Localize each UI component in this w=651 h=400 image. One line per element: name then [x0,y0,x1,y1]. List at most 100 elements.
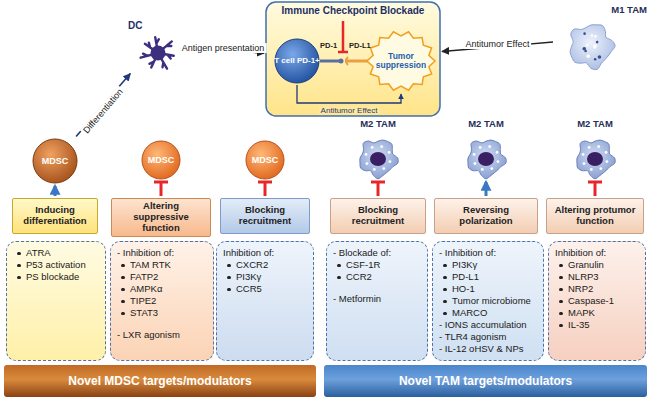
edge-label: Differentiation [80,85,126,137]
macrophage-body [468,140,506,179]
inhibition-connector [377,182,380,196]
list-item: HO-1 [439,283,537,295]
granule [597,145,600,148]
strategy-header: Altering protumor function [546,198,644,234]
pd1-receptor-tip [339,59,344,64]
list-text: IL-35 [568,319,590,330]
nucleus [370,152,386,166]
header-text: Altering protumor function [551,205,639,227]
bullet-dot [121,300,125,304]
cell-label: M1 TAM [611,4,647,15]
inhibition-connector [264,182,267,196]
list-item: - Inhibition of: [439,247,537,259]
macrophage-body [570,25,615,70]
header-text: Blocking recruitment [335,205,421,227]
header-text: Blocking recruitment [225,205,305,227]
header-text: Altering suppressive function [116,201,206,234]
bullet-dot [227,264,231,268]
mdsc-cell: MDSC [141,140,181,180]
list-item: TAM RTK [117,259,207,271]
list-text: CSF-1R [346,259,380,270]
nucleus [587,152,603,166]
list-item: CXCR2 [223,259,307,271]
list-text: CXCR2 [236,259,268,270]
bullet-dot [443,288,447,292]
list-text: TAM RTK [130,259,171,270]
list-item: PD-L1 [439,271,537,283]
list-item: P53 activation [13,259,99,271]
list-item: PS blockade [13,271,99,283]
list-text: MAPK [568,307,595,318]
m1-macrophage: M1 TAM [555,4,647,72]
bullet-dot [17,264,21,268]
target-list: - Blockade of:CSF-1RCCR2- Metformin [326,241,428,361]
cell-label: M2 TAM [468,118,504,129]
list-text: CCR2 [346,271,372,282]
list-item: CSF-1R [333,259,421,271]
list-text: Tumor microbiome [452,295,531,306]
list-text: FATP2 [130,271,158,282]
list-item: Inhibition of: [555,247,639,259]
granule [593,44,597,48]
cell-body [33,139,77,183]
list-item: STAT3 [117,307,207,319]
nucleus [478,152,494,166]
strategy-header: Altering suppressive function [111,198,211,237]
bullet-dot [559,288,563,292]
panel-outline [266,2,440,116]
list-text: - Inhibition of: [439,247,496,258]
list-text: - TLR4 agonism [439,331,506,342]
list-item: - TLR4 agonism [439,331,537,343]
bullet-dot [121,264,125,268]
bullet-dot [443,276,447,280]
granule [490,167,493,170]
list-item: MAPK [555,307,639,319]
list-text: - Blockade of: [333,247,391,258]
list-text: PI3Kγ [452,259,477,270]
granule [605,151,608,154]
tumor-burst: Tumor suppression [366,30,436,92]
m2-macrophage: M2 TAM [557,118,633,180]
target-list: - Inhibition of:PI3KγPD-L1HO-1Tumor micr… [432,241,544,361]
list-item: Inhibition of: [223,247,307,259]
strategy-header: Inducing differentiation [12,198,98,234]
bullet-dot [443,264,447,268]
list-text: PS blockade [26,271,79,282]
granule [606,160,609,163]
bullet-dot [227,276,231,280]
bullet-dot [121,276,125,280]
macrophage-body [360,140,398,179]
edge-label: Antigen presentation [180,43,267,53]
list-item: FATP2 [117,271,207,283]
cell-label: MDSC [42,156,69,166]
list-text: PI3Kγ [236,271,261,282]
granule [371,146,374,149]
cell-label: MDSC [148,155,175,165]
cell-label: Tumor suppression [366,52,436,71]
granule [382,167,385,170]
granule [479,146,482,149]
list-text: Granulin [568,259,604,270]
panel-title: Immune Checkpoint Blockade [266,2,440,16]
target-list: ATRAP53 activationPS blockade [6,241,106,361]
list-text: CCR5 [236,283,262,294]
list-item: - IONS accumulation [439,319,537,331]
granule [474,162,477,165]
list-text: STAT3 [130,307,158,318]
checkpoint-illustration [266,2,440,116]
bullet-dot [559,300,563,304]
list-text: NLRP3 [568,271,599,282]
granule [473,153,476,156]
inhibition-connector [160,182,163,196]
t-cell: T cell PD-1+ [274,38,320,84]
category-bar: Novel MDSC targets/modulators [4,365,316,397]
m2-macrophage: M2 TAM [448,118,524,180]
arrow-connector [54,186,57,196]
header-text: Inducing differentiation [17,205,93,227]
bullet-dot [443,300,447,304]
granule [582,153,585,156]
list-item: - LXR agonism [117,329,207,341]
m2-macrophage: M2 TAM [340,118,416,180]
list-item: CCR2 [333,271,421,283]
